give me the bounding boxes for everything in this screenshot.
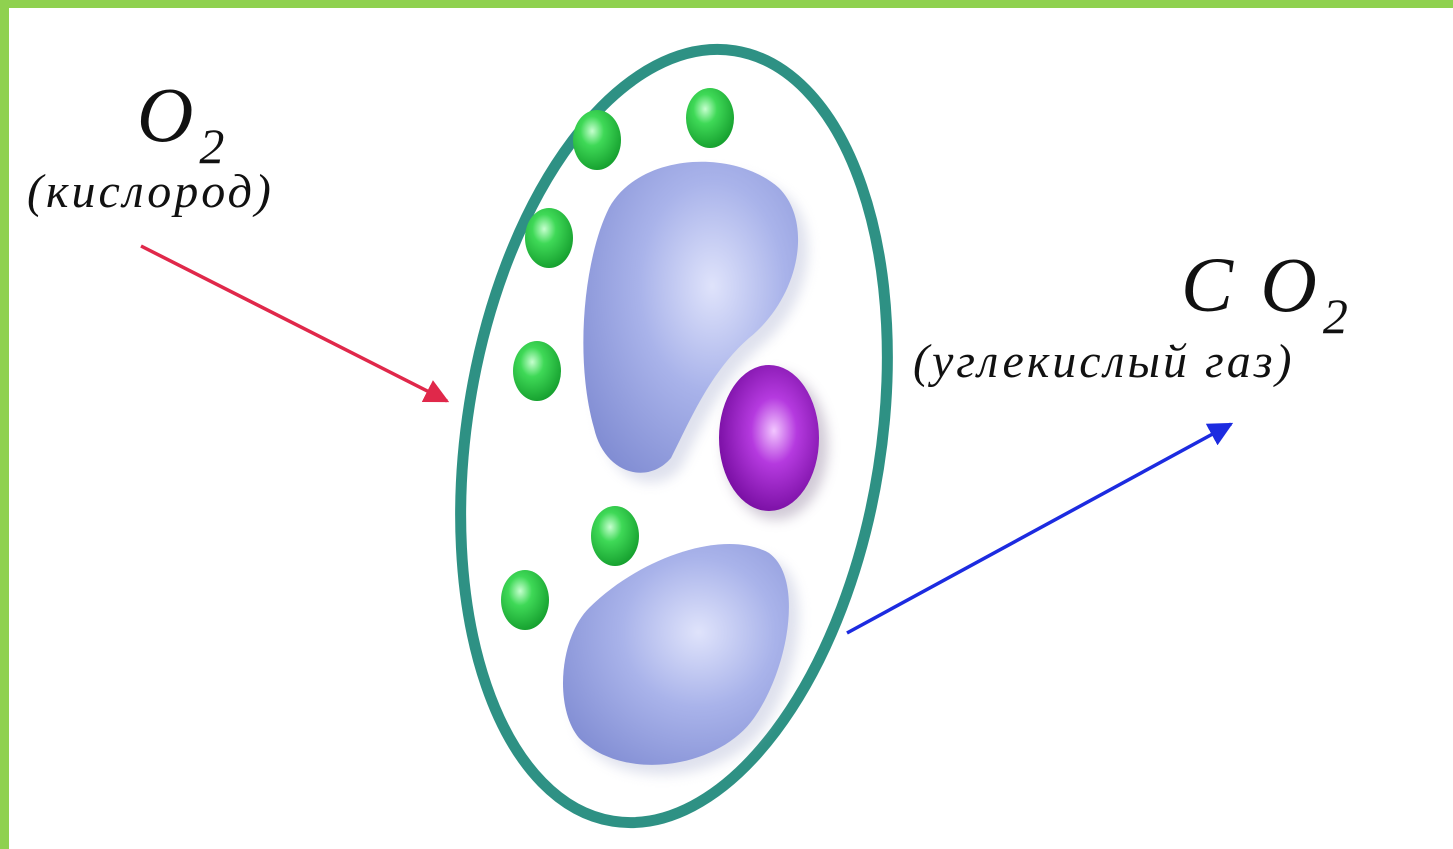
nucleus <box>719 365 819 511</box>
o2-formula-main: O <box>137 71 197 158</box>
granule <box>686 88 734 148</box>
co2-formula-subscript: 2 <box>1323 288 1352 344</box>
co2-caption: (углекислый газ) <box>913 338 1294 386</box>
outflow-arrow <box>847 424 1231 633</box>
granule <box>525 208 573 268</box>
o2-formula: O2 <box>137 76 228 154</box>
granule <box>591 506 639 566</box>
granule <box>573 110 621 170</box>
co2-formula-main: C O <box>1181 241 1321 328</box>
inflow-arrow <box>141 246 447 401</box>
granule <box>513 341 561 401</box>
granule <box>501 570 549 630</box>
co2-formula: C O2 <box>1181 246 1352 324</box>
o2-caption: (кислород) <box>27 168 274 216</box>
